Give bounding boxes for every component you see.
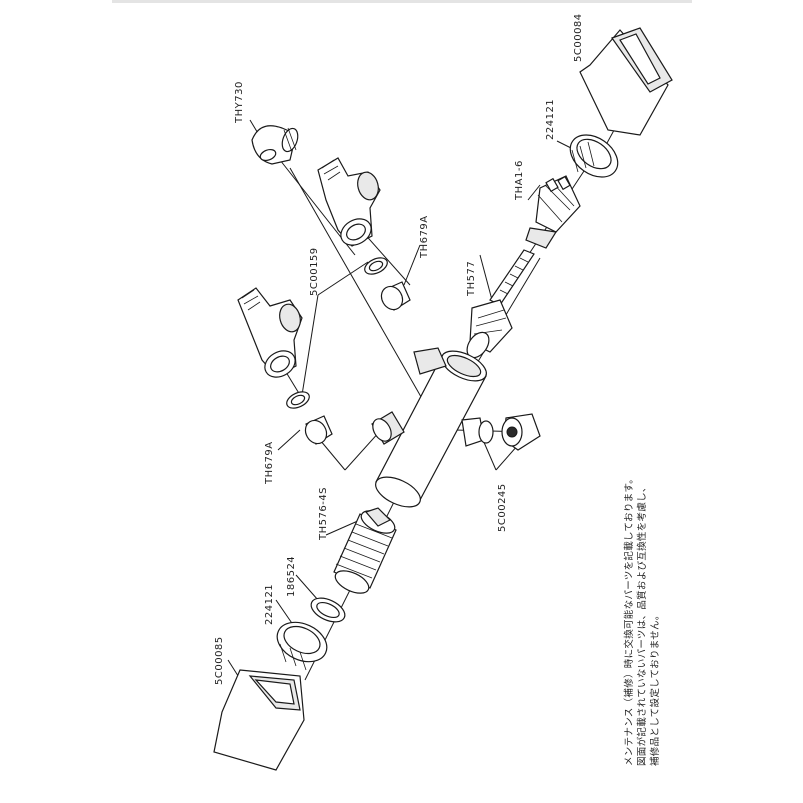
top-cartridge-part <box>525 175 581 249</box>
label-5c00159: 5C00159 <box>309 247 320 296</box>
label-5c00245: 5C00245 <box>497 483 508 532</box>
top-spindle-part <box>466 249 535 359</box>
label-th679a-upper: TH679A <box>419 215 430 259</box>
label-th576-4s: TH576-4S <box>318 487 329 541</box>
note-line-1: メンテナンス（補修）時に交換可能なパーツを記載しております。 <box>623 474 635 766</box>
label-thy730: THY730 <box>234 81 245 124</box>
label-224121-bottom: 224121 <box>264 584 275 625</box>
part-labels: 5C00084 224121 THA1-6 TH577 THY730 TH679… <box>214 13 584 685</box>
bottom-nut-part <box>276 621 328 671</box>
main-body-part <box>371 347 487 508</box>
label-5c00085: 5C00085 <box>214 636 225 685</box>
lower-gasket-part <box>286 391 333 445</box>
top-cap-part <box>579 27 673 136</box>
bottom-cap-part <box>213 669 305 771</box>
label-5c00084: 5C00084 <box>573 13 584 62</box>
note-line-2: 図面が記載されていないパーツは、品質および互換性を考慮し、 <box>636 482 648 766</box>
label-tha1-6: THA1-6 <box>514 160 525 201</box>
side-port-part <box>478 413 541 451</box>
lower-valve-part <box>237 287 303 378</box>
upper-gasket-part <box>364 257 411 311</box>
note-line-3: 補修品として設定しておりません。 <box>649 610 661 766</box>
top-nut-part <box>569 134 619 178</box>
top-border-line <box>112 0 692 3</box>
label-th577: TH577 <box>466 261 477 297</box>
label-224121-top: 224121 <box>545 99 556 140</box>
label-th679a-lower: TH679A <box>264 441 275 485</box>
elbow-part <box>251 125 299 165</box>
bottom-ring-part <box>310 597 346 623</box>
upper-valve-part <box>317 157 381 247</box>
bottom-cartridge-part <box>333 507 397 594</box>
label-186524: 186524 <box>286 556 297 597</box>
maintenance-note: メンテナンス（補修）時に交換可能なパーツを記載しております。 図面が記載されてい… <box>623 474 661 766</box>
